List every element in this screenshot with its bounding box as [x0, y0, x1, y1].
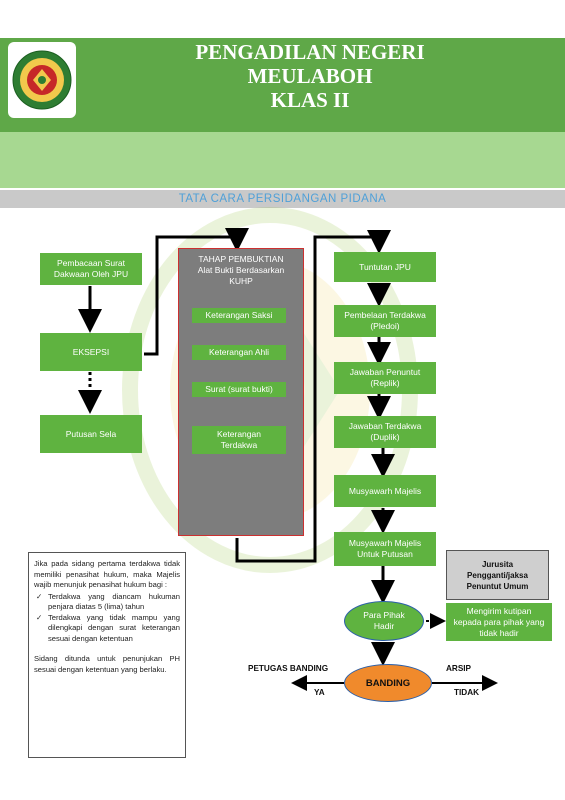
court-logo: [8, 42, 76, 118]
box-label: Musyawarh Majelis: [348, 485, 422, 496]
box-label: Terdakwa: [220, 440, 258, 450]
box-label: Jawaban Penuntut: [349, 367, 421, 377]
node-label: BANDING: [365, 677, 411, 689]
box-label: Dakwaan Oleh JPU: [53, 269, 129, 279]
eksepsi-box: EKSEPSI: [40, 333, 142, 371]
pembuktian-title: TAHAP PEMBUKTIAN Alat Bukti Berdasarkan …: [178, 254, 304, 287]
header-band: [0, 132, 565, 188]
tidak-label: TIDAK: [454, 688, 480, 697]
box-label: EKSEPSI: [72, 346, 110, 357]
replik-box: Jawaban Penuntut (Replik): [334, 362, 436, 394]
box-label: Keterangan: [217, 429, 261, 439]
ya-label: YA: [314, 688, 325, 697]
node-label: Para Pihak: [363, 610, 405, 620]
putusan-sela-box: Putusan Sela: [40, 415, 142, 453]
page-subtitle: TATA CARA PERSIDANGAN PIDANA: [0, 190, 565, 208]
keterangan-saksi-box: Keterangan Saksi: [192, 308, 286, 323]
pembuktian-title-line: KUHP: [229, 276, 253, 286]
box-label: Surat (surat bukti): [205, 384, 273, 394]
box-label: kepada para pihak yang: [453, 616, 545, 627]
box-label: Keterangan Saksi: [205, 310, 273, 320]
box-label: Penuntut Umum: [466, 581, 529, 591]
note-outro: Sidang ditunda untuk penunjukan PH sesua…: [34, 654, 180, 674]
keterangan-ahli-box: Keterangan Ahli: [192, 345, 286, 360]
box-label: (Replik): [370, 378, 400, 388]
box-label: (Duplik): [370, 432, 400, 442]
check-icon: ✓: [36, 612, 43, 622]
node-label: Hadir: [373, 621, 395, 631]
box-label: Jurusita: [481, 559, 514, 569]
pledoi-box: Pembelaan Terdakwa (Pledoi): [334, 305, 436, 337]
box-label: Musyawarh Majelis: [348, 538, 422, 548]
note-item: ✓ Terdakwa yang tidak mampu yang dilengka…: [36, 613, 180, 645]
arsip-label: ARSIP: [446, 664, 472, 673]
note-intro: Jika pada sidang pertama terdakwa tidak …: [34, 559, 180, 589]
mengirim-kutipan-box: Mengirim kutipan kepada para pihak yang …: [446, 603, 552, 641]
box-label: Tuntutan JPU: [359, 261, 411, 272]
box-label: Pembelaan Terdakwa: [344, 310, 426, 320]
petugas-banding-label: PETUGAS BANDING: [248, 664, 329, 673]
box-label: Pengganti/jaksa: [467, 570, 528, 580]
keterangan-terdakwa-box: Keterangan Terdakwa: [192, 426, 286, 454]
banding-node: BANDING: [344, 664, 432, 702]
box-label: Putusan Sela: [65, 428, 117, 439]
surat-bukti-box: Surat (surat bukti): [192, 382, 286, 397]
pembacaan-dakwaan-box: Pembacaan Surat Dakwaan Oleh JPU: [40, 253, 142, 285]
box-label: tidak hadir: [479, 627, 519, 638]
tuntutan-jpu-box: Tuntutan JPU: [334, 252, 436, 282]
duplik-box: Jawaban Terdakwa (Duplik): [334, 416, 436, 448]
court-title: PENGADILAN NEGERI MEULABOH KLAS II: [150, 40, 470, 112]
musyawarah-putusan-box: Musyawarh Majelis Untuk Putusan: [334, 532, 436, 566]
note-item-text: Terdakwa yang tidak mampu yang dilengkap…: [48, 612, 180, 643]
para-pihak-hadir-node: Para Pihak Hadir: [344, 601, 424, 641]
box-label: Pembacaan Surat: [56, 258, 126, 268]
box-label: Keterangan Ahli: [208, 347, 270, 357]
box-label: Mengirim kutipan: [466, 605, 532, 616]
note-item-text: Terdakwa yang diancam hukuman penjara di…: [48, 591, 180, 612]
court-title-line: KLAS II: [270, 88, 350, 112]
court-title-line: PENGADILAN NEGERI: [195, 40, 425, 64]
box-label: Untuk Putusan: [357, 549, 413, 559]
pembuktian-title-line: TAHAP PEMBUKTIAN: [198, 254, 284, 264]
jurusita-box: Jurusita Pengganti/jaksa Penuntut Umum: [446, 550, 549, 600]
musyawarah-box: Musyawarh Majelis: [334, 475, 436, 507]
header-bar: [0, 38, 565, 132]
penasihat-hukum-note: Jika pada sidang pertama terdakwa tidak …: [28, 552, 186, 758]
note-list: ✓ Terdakwa yang diancam hukuman penjara d…: [36, 592, 180, 645]
pembuktian-title-line: Alat Bukti Berdasarkan: [197, 265, 285, 275]
court-title-line: MEULABOH: [247, 64, 373, 88]
box-label: (Pledoi): [370, 321, 400, 331]
check-icon: ✓: [36, 591, 43, 601]
box-label: Jawaban Terdakwa: [348, 421, 422, 431]
note-item: ✓ Terdakwa yang diancam hukuman penjara d…: [36, 592, 180, 613]
